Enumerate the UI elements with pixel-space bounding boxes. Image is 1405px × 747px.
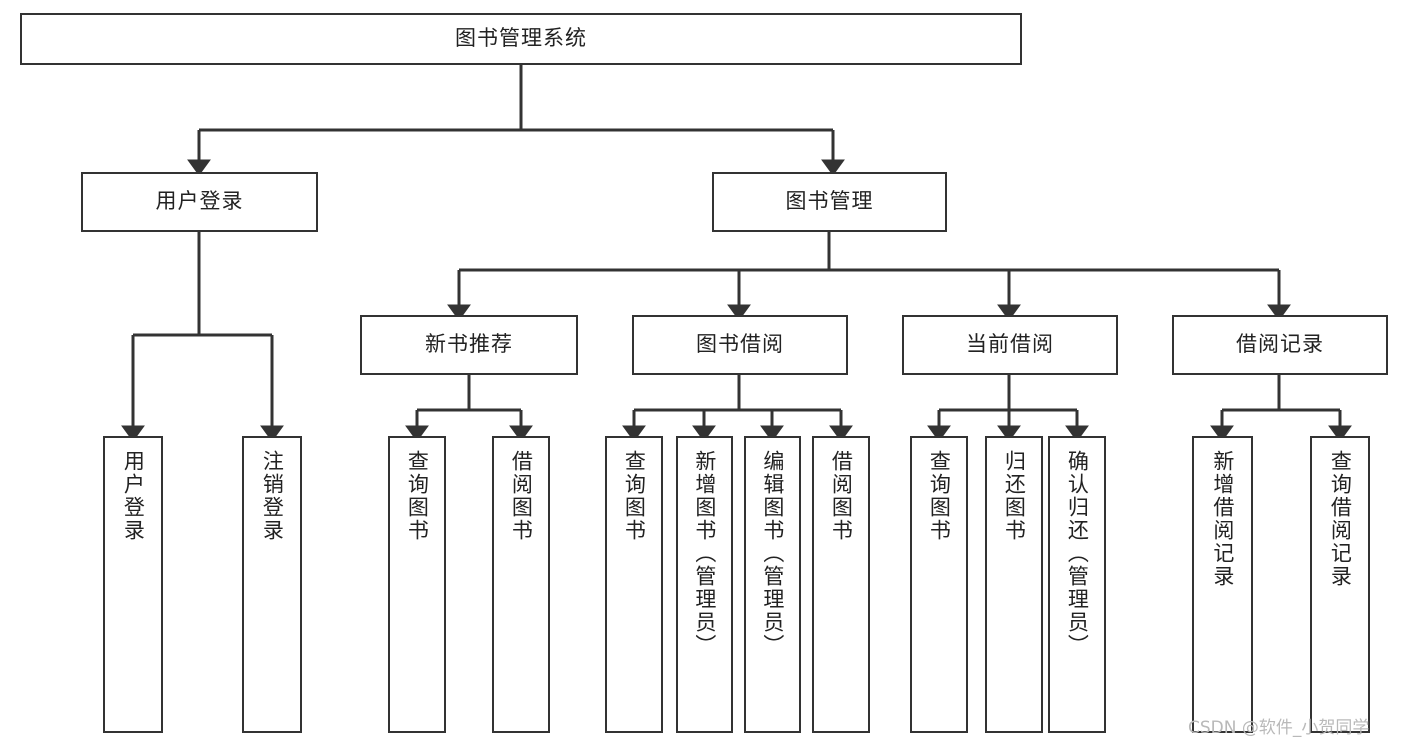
node-leaf-edit-book[interactable]: 编辑图书（管理员）: [744, 436, 801, 733]
node-label: 查询图书: [622, 450, 647, 542]
node-label: 借阅记录: [1236, 332, 1324, 357]
node-label: 新书推荐: [425, 332, 513, 357]
node-leaf-confirm-return[interactable]: 确认归还（管理员）: [1048, 436, 1106, 733]
node-leaf-add-record[interactable]: 新增借阅记录: [1192, 436, 1253, 733]
node-leaf-query-record[interactable]: 查询借阅记录: [1310, 436, 1370, 733]
node-leaf-borrow-book-1[interactable]: 借阅图书: [492, 436, 550, 733]
node-leaf-borrow-book-2[interactable]: 借阅图书: [812, 436, 870, 733]
node-label: 查询图书: [405, 450, 430, 542]
node-label: 借阅图书: [509, 450, 534, 542]
node-leaf-user-logout[interactable]: 注销登录: [242, 436, 302, 733]
node-label: 新增借阅记录: [1210, 450, 1235, 588]
watermark-csdn: CSDN @软件_小贺同学: [1188, 718, 1370, 738]
node-label: 用户登录: [155, 189, 244, 214]
node-leaf-return-book[interactable]: 归还图书: [985, 436, 1043, 733]
node-leaf-query-book-1[interactable]: 查询图书: [388, 436, 446, 733]
node-root-system[interactable]: 图书管理系统: [20, 13, 1022, 65]
node-label: 新增图书（管理员）: [692, 450, 717, 657]
node-label: 当前借阅: [966, 332, 1054, 357]
node-label: 借阅图书: [829, 450, 854, 542]
node-leaf-query-book-2[interactable]: 查询图书: [605, 436, 663, 733]
node-label: 图书管理: [785, 189, 874, 214]
node-leaf-user-login[interactable]: 用户登录: [103, 436, 163, 733]
node-book-manage[interactable]: 图书管理: [712, 172, 947, 232]
node-label: 查询图书: [927, 450, 952, 542]
node-label: 图书管理系统: [455, 26, 587, 51]
node-borrow-record[interactable]: 借阅记录: [1172, 315, 1388, 375]
node-current-borrow[interactable]: 当前借阅: [902, 315, 1118, 375]
node-label: 归还图书: [1002, 450, 1027, 542]
node-label: 注销登录: [260, 450, 285, 542]
node-label: 编辑图书（管理员）: [760, 450, 785, 657]
node-new-book-recommend[interactable]: 新书推荐: [360, 315, 578, 375]
node-label: 图书借阅: [696, 332, 784, 357]
node-label: 确认归还（管理员）: [1065, 450, 1090, 657]
node-label: 用户登录: [121, 450, 146, 542]
node-label: 查询借阅记录: [1328, 450, 1353, 588]
node-book-borrow[interactable]: 图书借阅: [632, 315, 848, 375]
node-leaf-add-book[interactable]: 新增图书（管理员）: [676, 436, 733, 733]
node-user-login[interactable]: 用户登录: [81, 172, 318, 232]
node-leaf-query-book-3[interactable]: 查询图书: [910, 436, 968, 733]
